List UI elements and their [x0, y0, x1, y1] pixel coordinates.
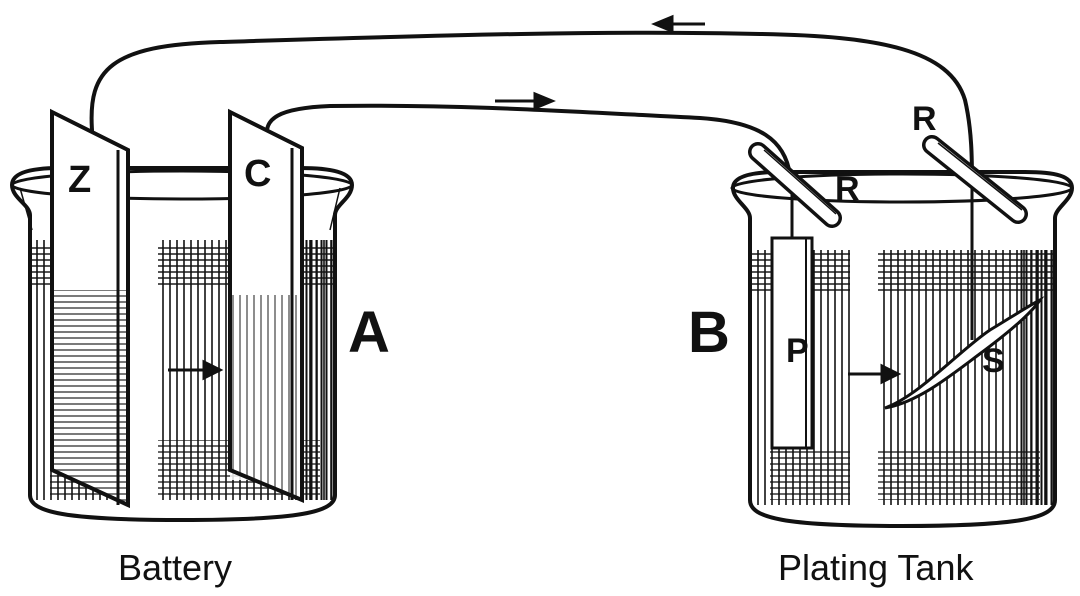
tank-current-arrow-icon — [848, 363, 902, 385]
wire-zinc-to-right-rod — [89, 30, 974, 187]
rod-right — [922, 135, 1028, 224]
rod-left-label: R — [835, 170, 860, 208]
plate-p — [770, 170, 814, 450]
rod-left — [748, 142, 842, 228]
tank-letter: B — [688, 300, 730, 365]
tank-caption: Plating Tank — [778, 547, 974, 588]
rod-right-label: R — [912, 100, 937, 138]
circuit-wires — [89, 30, 974, 187]
battery-current-arrow-icon — [168, 359, 224, 381]
plate-p-label: P — [786, 332, 809, 370]
object-s — [884, 185, 1045, 410]
battery-letter: A — [348, 300, 390, 365]
carbon-plate-label: C — [244, 153, 271, 195]
wire-carbon-to-left-rod — [264, 103, 792, 177]
zinc-plate-label: Z — [68, 159, 91, 201]
arrow-right-middle-icon — [495, 91, 556, 111]
arrow-left-top-icon — [651, 14, 705, 34]
current-arrows — [495, 14, 705, 111]
carbon-plate — [228, 108, 304, 503]
plating-tank-jar — [730, 170, 1075, 530]
battery-caption: Battery — [118, 547, 232, 588]
object-s-label: S — [982, 342, 1005, 380]
zinc-plate — [50, 108, 130, 509]
